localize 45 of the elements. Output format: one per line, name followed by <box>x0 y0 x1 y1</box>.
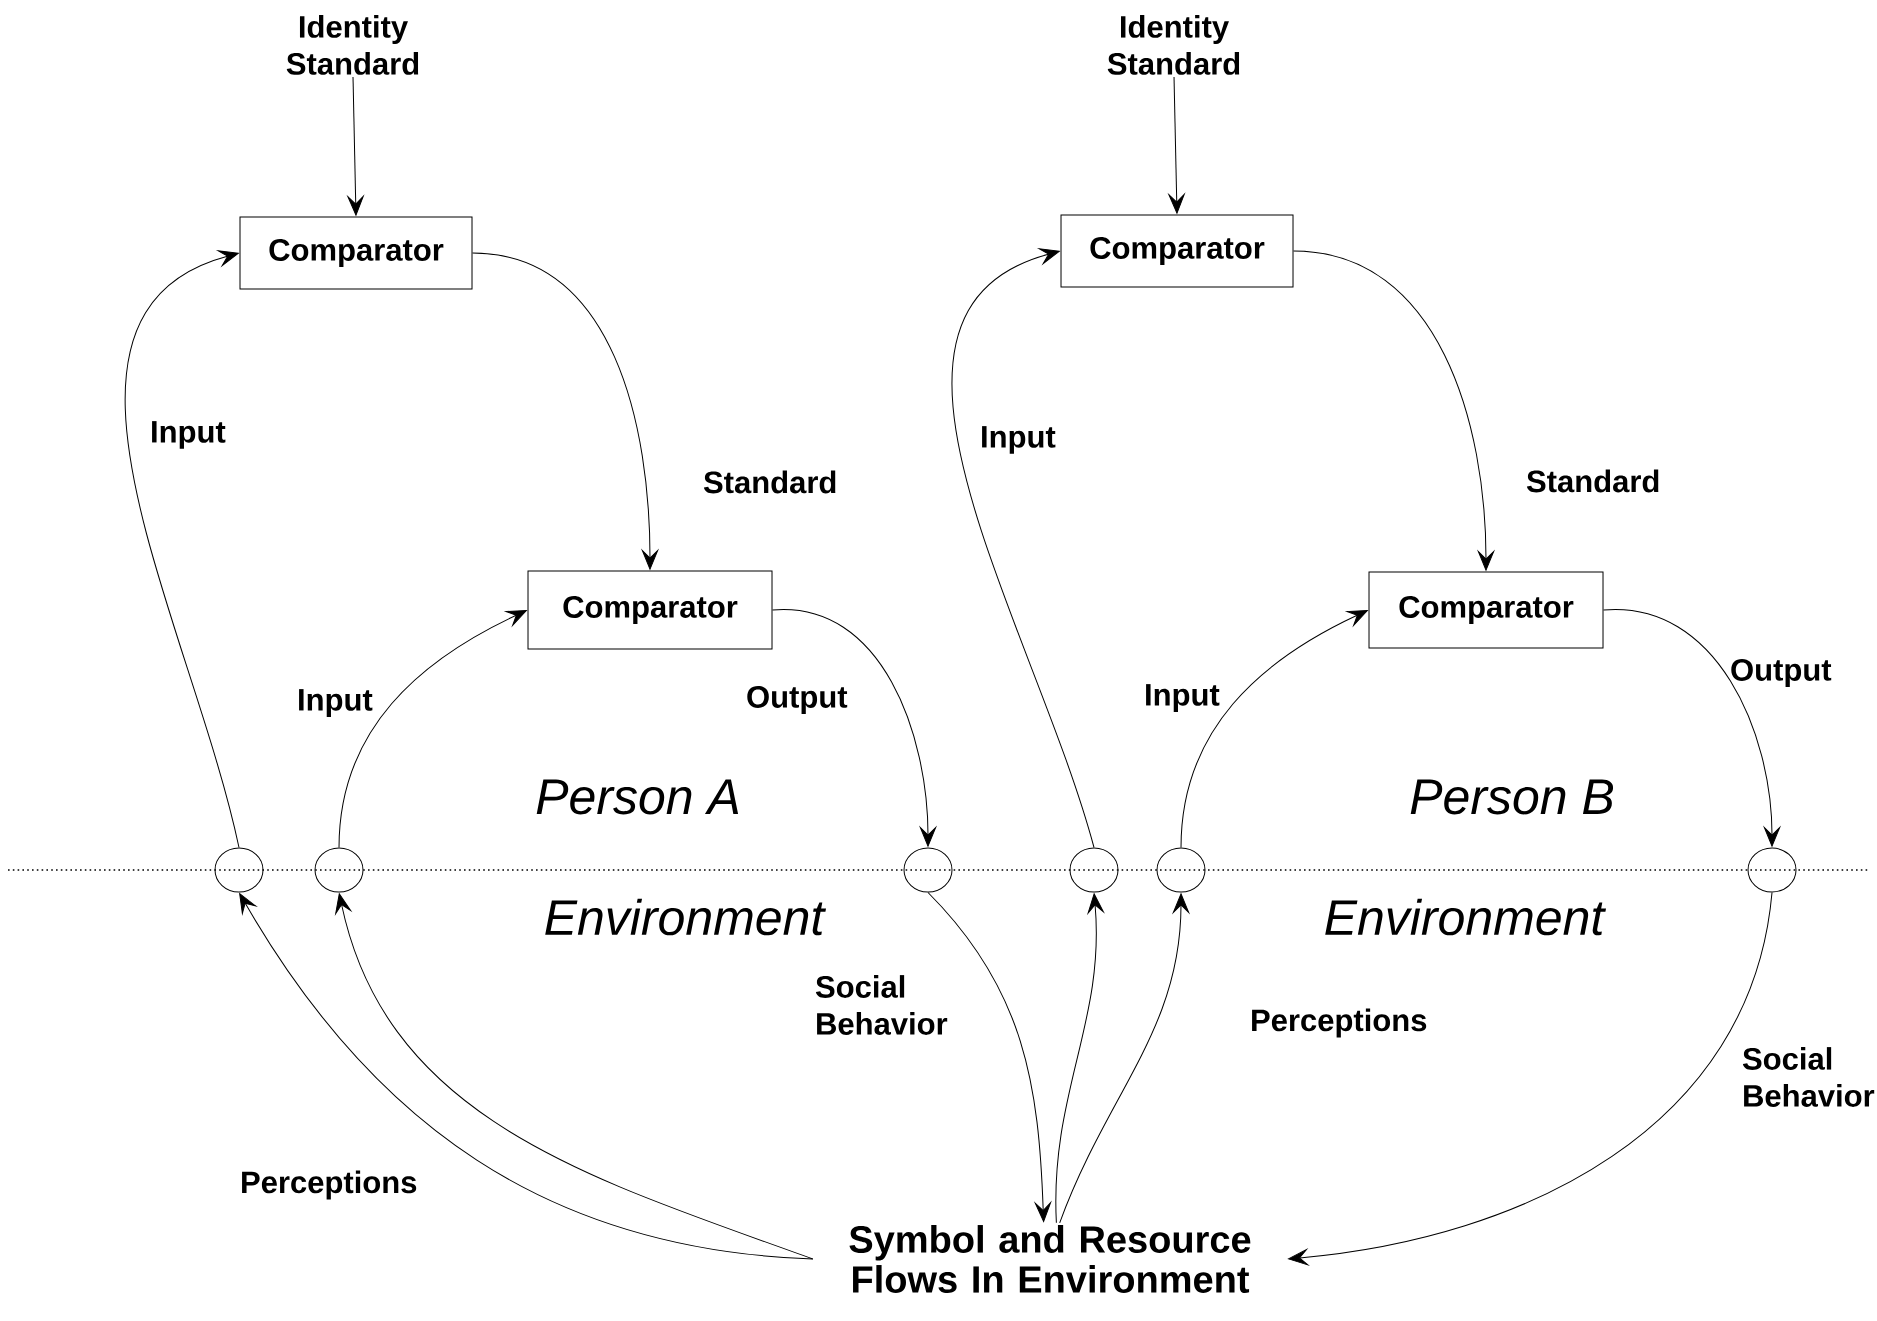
arrow <box>927 892 1052 1223</box>
arrow <box>338 610 527 848</box>
junction-circle <box>903 847 953 893</box>
edge-label: Output <box>747 685 848 715</box>
junction-circle <box>1156 847 1206 893</box>
edge-label: Input <box>299 689 373 717</box>
process-box: Comparator <box>239 216 473 290</box>
junction-circle <box>1069 847 1119 893</box>
edge-label: Input <box>152 421 226 449</box>
arrow <box>239 893 814 1260</box>
process-box: Comparator <box>1060 214 1294 288</box>
process-box: Comparator <box>1368 571 1604 649</box>
junction-circle <box>314 847 364 893</box>
text-label: Identity Standard <box>286 15 419 75</box>
arrow <box>1603 609 1781 847</box>
arrow <box>347 76 364 216</box>
arrow <box>1180 610 1368 848</box>
edge-label: Social Behavior <box>815 975 948 1035</box>
edge-label: Standard <box>703 470 836 494</box>
arrow <box>772 609 937 847</box>
arrow <box>951 248 1095 848</box>
region-label: Person A <box>536 779 739 815</box>
region-label: Environment <box>545 898 827 936</box>
arrow <box>1168 76 1185 214</box>
arrow <box>1293 250 1495 571</box>
text-label: Identity Standard <box>1107 15 1240 75</box>
edge-label: Input <box>982 426 1056 454</box>
region-label: Environment <box>1325 898 1607 936</box>
junction-circle <box>1747 847 1797 893</box>
arrow <box>335 893 814 1260</box>
edge-label: Social Behavior <box>1742 1047 1875 1107</box>
edge-label: Standard <box>1526 469 1659 493</box>
arrow <box>1055 893 1104 1224</box>
arrow <box>125 250 240 848</box>
region-label: Person B <box>1410 779 1614 815</box>
junction-circle <box>214 847 264 893</box>
edge-label: Perceptions <box>242 1170 417 1200</box>
edge-label: Input <box>1146 684 1220 712</box>
arrow <box>1288 892 1773 1266</box>
arrow <box>1059 893 1190 1224</box>
text-label: Symbol and Resource Flows In Environment <box>849 1225 1251 1293</box>
arrow <box>472 252 659 570</box>
edge-label: Output <box>1731 658 1832 688</box>
edge-label: Perceptions <box>1252 1008 1427 1038</box>
process-box: Comparator <box>527 570 773 650</box>
